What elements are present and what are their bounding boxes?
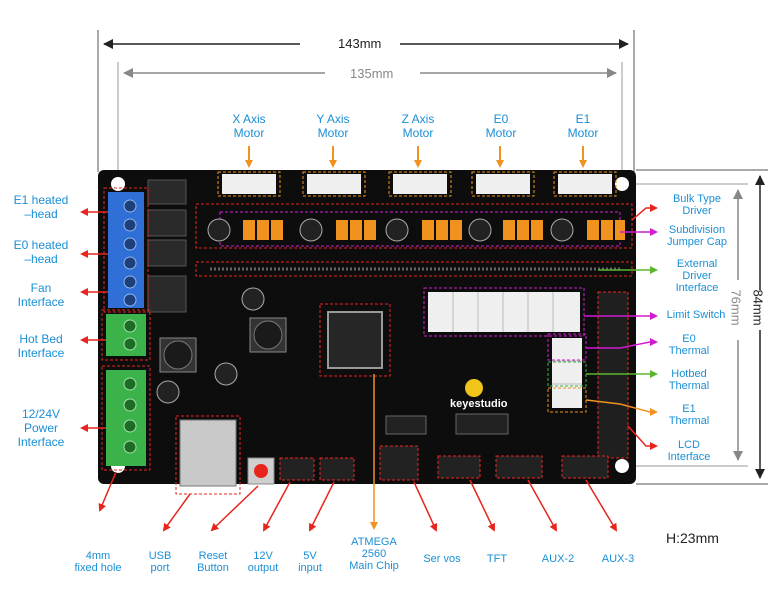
- right-arrows: [584, 204, 658, 450]
- height-overall-label: 84mm: [750, 289, 766, 326]
- tft-label: TFT: [486, 553, 508, 565]
- dimension-lines: [97, 30, 768, 485]
- fan-interface-label: Fan Interface: [17, 281, 65, 309]
- e0-heated-head-label: E0 heated –head: [13, 238, 69, 266]
- aux2-label: AUX-2: [541, 553, 575, 565]
- aux3-label: AUX-3: [601, 553, 635, 565]
- servos-label: Ser vos: [423, 553, 461, 565]
- usb-port-label: USB port: [148, 550, 172, 574]
- hotbed-thermal-label: Hotbed Thermal: [668, 368, 710, 392]
- hot-bed-interface-label: Hot Bed Interface: [17, 332, 65, 360]
- width-holes-label: 135mm: [350, 66, 394, 81]
- left-arrows: [80, 208, 108, 432]
- bottom-arrows: [98, 374, 618, 532]
- pcb-board: [98, 170, 636, 495]
- 12v-output-label: 12V output: [247, 550, 279, 574]
- external-driver-label: External Driver Interface: [675, 258, 719, 294]
- reset-button-label: Reset Button: [197, 550, 229, 574]
- y-axis-motor-label: Y Axis Motor: [316, 112, 350, 140]
- z-axis-motor-label: Z Axis Motor: [401, 112, 435, 140]
- e1-motor-label: E1 Motor: [567, 112, 599, 140]
- bulk-driver-label: Bulk Type Driver: [672, 193, 722, 217]
- fixed-hole-label: 4mm fixed hole: [74, 550, 122, 574]
- width-overall-label: 143mm: [338, 36, 382, 51]
- lcd-interface-label: LCD Interface: [667, 439, 711, 463]
- top-arrows: [245, 146, 587, 168]
- main-chip-label: ATMEGA 2560 Main Chip: [349, 536, 399, 572]
- e1-thermal-label: E1 Thermal: [668, 403, 710, 427]
- limit-switch-label: Limit Switch: [666, 309, 726, 321]
- e1-heated-head-label: E1 heated –head: [13, 193, 69, 221]
- thickness-label: H:23mm: [666, 530, 719, 546]
- 5v-input-label: 5V input: [298, 550, 322, 574]
- x-axis-motor-label: X Axis Motor: [232, 112, 266, 140]
- brand-logo-text: keyestudio: [450, 398, 508, 410]
- e0-motor-label: E0 Motor: [485, 112, 517, 140]
- jumper-cap-label: Subdivision Jumper Cap: [667, 224, 727, 248]
- power-interface-label: 12/24V Power Interface: [17, 407, 65, 449]
- e0-thermal-label: E0 Thermal: [668, 333, 710, 357]
